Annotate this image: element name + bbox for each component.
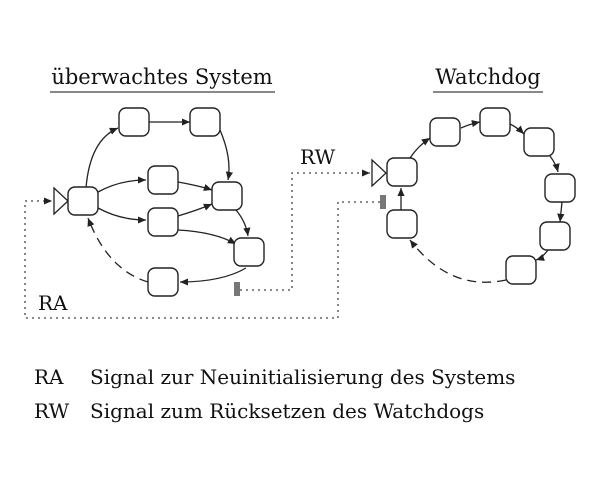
watchdog-node (505, 255, 537, 285)
watchdog-input-triangle (371, 158, 387, 188)
edge-w0-w1 (409, 137, 431, 159)
watchdog-graph (371, 107, 576, 285)
system-node (118, 107, 150, 137)
legend: RA Signal zur Neuinitialisierung des Sys… (34, 365, 515, 423)
ra-signal-label: RA (38, 291, 68, 315)
edge-s6-s7 (179, 267, 247, 286)
watchdog-node (523, 127, 555, 157)
watchdog-output-port (380, 195, 386, 209)
edge-s3-s5 (177, 181, 213, 191)
edge-s0-s3 (97, 176, 147, 193)
system-node (147, 207, 179, 237)
system-output-port (234, 282, 240, 296)
watchdog-title-group: Watchdog (433, 65, 543, 93)
legend-row: RA Signal zur Neuinitialisierung des Sys… (34, 365, 515, 389)
system-node (147, 165, 179, 195)
watchdog-node (429, 117, 461, 147)
watchdog-node (386, 209, 418, 239)
legend-text: Signal zum Rücksetzen des Watchdogs (90, 399, 484, 423)
legend-row: RW Signal zum Rücksetzen des Watchdogs (34, 399, 484, 423)
ra-signal-line (24, 197, 380, 319)
edge-s7-s0-dashed (87, 217, 149, 283)
edge-s2-s5 (219, 129, 234, 181)
rw-signal-line (240, 169, 370, 291)
legend-text: Signal zur Neuinitialisierung des System… (90, 365, 515, 389)
edge-w3-w4 (549, 155, 560, 173)
edge-s4-s5 (177, 203, 213, 217)
system-node (211, 181, 243, 211)
edge-s5-s6 (235, 209, 251, 237)
system-node (189, 107, 221, 137)
legend-abbr: RA (34, 365, 64, 389)
edge-s0-s1 (85, 127, 119, 189)
watchdog-node (479, 107, 511, 137)
system-title: überwachtes System (51, 65, 272, 89)
system-graph (53, 107, 265, 297)
legend-abbr: RW (34, 399, 70, 423)
rw-signal-label: RW (300, 145, 336, 169)
edge-w2-w3 (509, 123, 525, 135)
watchdog-node-entry (386, 157, 418, 187)
edge-s0-s4 (97, 207, 147, 224)
edge-w4-w5 (557, 201, 565, 223)
system-title-group: überwachtes System (50, 65, 275, 93)
system-node-entry (67, 186, 99, 216)
edge-w5-w6 (535, 249, 549, 261)
system-node (147, 267, 179, 297)
watchdog-title: Watchdog (435, 65, 541, 89)
system-input-triangle (53, 186, 69, 216)
edge-w6-w7-dashed (409, 239, 507, 283)
system-node (233, 237, 265, 267)
watchdog-node (544, 173, 576, 203)
watchdog-node (539, 221, 571, 251)
edge-w1-w2 (460, 120, 481, 129)
edge-s4-s6 (177, 229, 237, 245)
